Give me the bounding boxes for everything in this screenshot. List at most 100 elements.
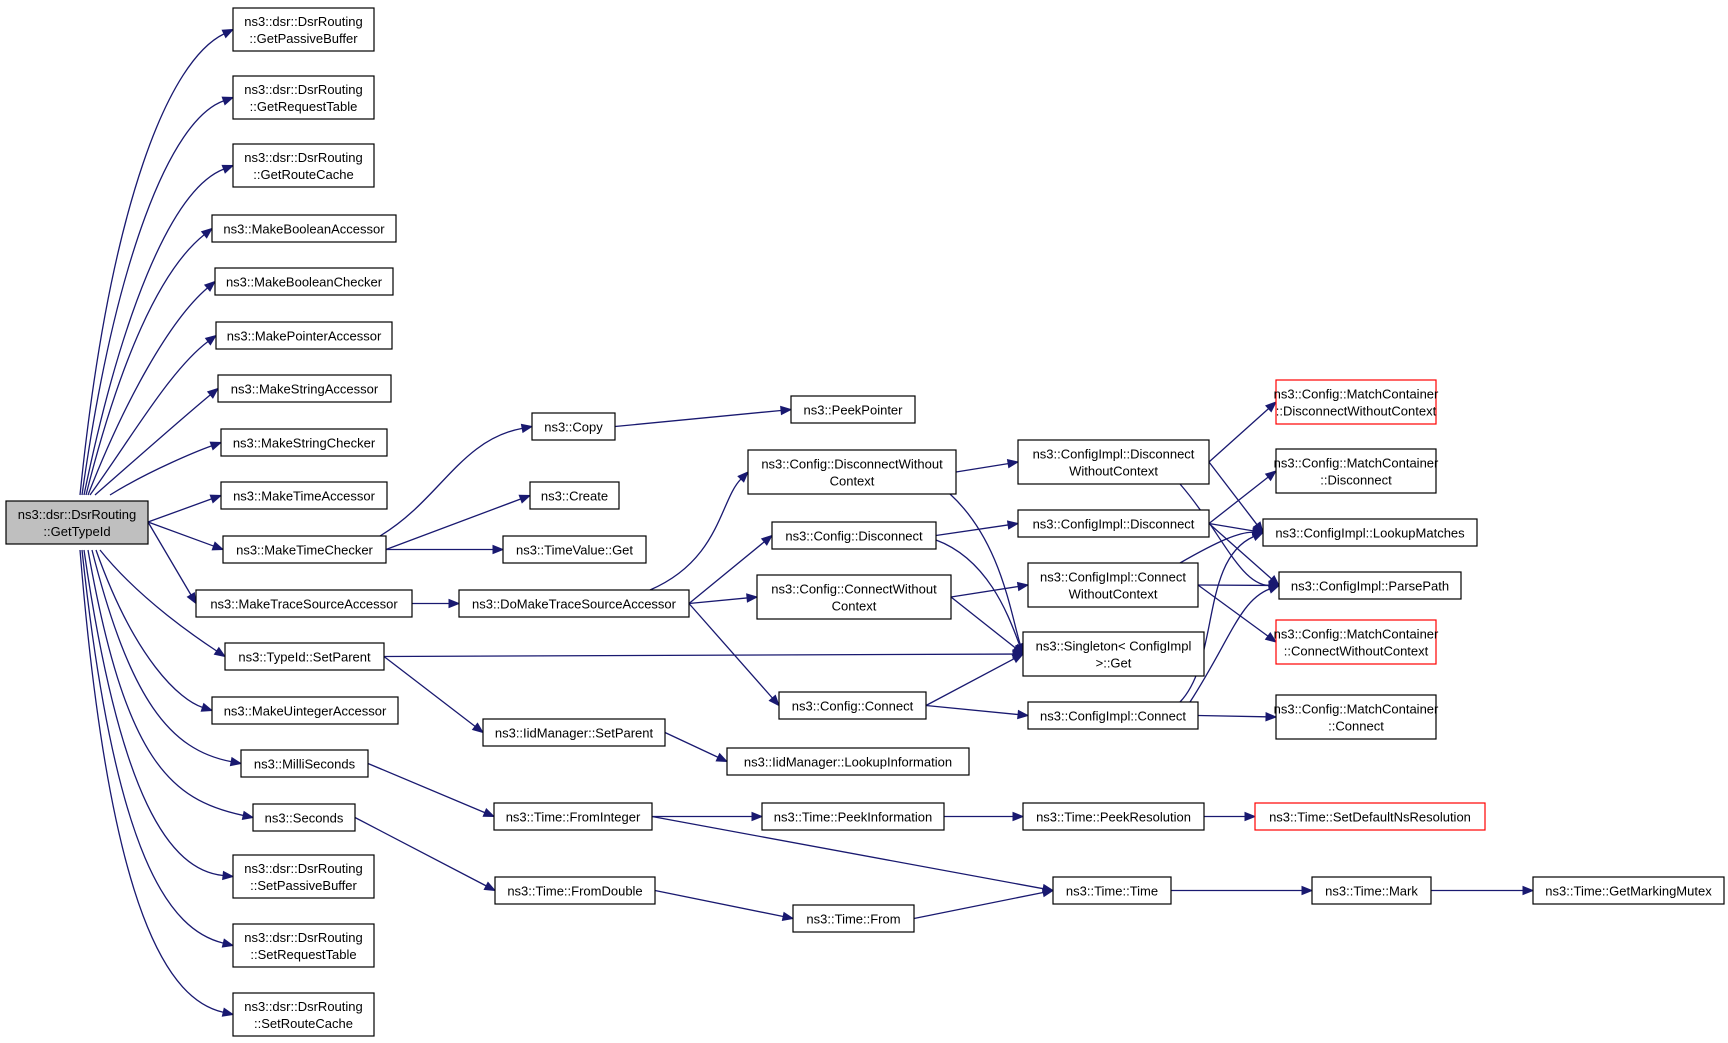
edge-line — [1208, 461, 1258, 525]
edge-line — [91, 549, 232, 763]
node-tpr[interactable]: ns3::Time::PeekResolution — [1022, 802, 1205, 831]
node-tfi[interactable]: ns3::Time::FromInteger — [493, 802, 653, 831]
edge-line — [614, 409, 782, 428]
node-box — [1017, 439, 1210, 485]
node-ttime[interactable]: ns3::Time::Time — [1052, 876, 1172, 905]
edge-line — [81, 100, 224, 496]
node-label: ns3::Time::FromInteger — [506, 810, 641, 825]
node-sget[interactable]: ns3::Singleton< ConfigImpl>::Get — [1022, 631, 1205, 677]
node-grt[interactable]: ns3::dsr::DsrRouting::GetRequestTable — [232, 75, 375, 120]
node-cic[interactable]: ns3::ConfigImpl::Connect — [1027, 701, 1199, 730]
node-sec[interactable]: ns3::Seconds — [252, 803, 356, 832]
edge-cidwc-to-cilm — [1208, 461, 1264, 534]
node-msa[interactable]: ns3::MakeStringAccessor — [217, 374, 392, 403]
node-tpi[interactable]: ns3::Time::PeekInformation — [761, 802, 945, 831]
arrowhead — [221, 938, 235, 948]
node-msc[interactable]: ns3::MakeStringChecker — [220, 428, 388, 457]
edge-root-to-mtsa — [147, 521, 197, 605]
arrowhead — [204, 334, 218, 346]
node-box — [1017, 509, 1210, 538]
node-cilm[interactable]: ns3::ConfigImpl::LookupMatches — [1262, 518, 1478, 547]
edge-line — [1208, 523, 1272, 580]
node-label: ns3::MakeStringAccessor — [231, 382, 379, 397]
edge-line — [654, 889, 784, 918]
arrowhead — [1016, 581, 1030, 592]
node-label: ::SetRouteCache — [254, 1016, 353, 1031]
node-label: ns3::ConfigImpl::LookupMatches — [1275, 526, 1465, 541]
node-box — [747, 449, 957, 495]
node-copy[interactable]: ns3::Copy — [531, 412, 616, 441]
node-dmtsa[interactable]: ns3::DoMakeTraceSourceAccessor — [458, 589, 690, 618]
node-label: ns3::MakePointerAccessor — [227, 329, 382, 344]
edge-line — [1179, 531, 1254, 564]
node-label: ns3::dsr::DsrRouting — [244, 999, 363, 1014]
arrowhead — [1011, 643, 1025, 655]
edge-line — [95, 549, 203, 708]
node-mua[interactable]: ns3::MakeUintegerAccessor — [211, 696, 399, 725]
node-label: ns3::Time::PeekInformation — [774, 810, 932, 825]
node-tvget[interactable]: ns3::TimeValue::Get — [502, 535, 647, 564]
node-label: ::GetRequestTable — [250, 99, 358, 114]
node-ccwc[interactable]: ns3::Config::ConnectWithoutContext — [756, 574, 952, 620]
node-mcc[interactable]: ns3::Config::MatchContainer::Connect — [1274, 694, 1439, 740]
edge-line — [383, 653, 1014, 658]
edge-line — [99, 549, 218, 652]
node-iidsp[interactable]: ns3::IidManager::SetParent — [482, 718, 666, 747]
node-box — [215, 321, 393, 350]
node-mcdwc[interactable]: ns3::Config::MatchContainer::DisconnectW… — [1274, 379, 1439, 425]
node-srt[interactable]: ns3::dsr::DsrRouting::SetRequestTable — [232, 923, 375, 968]
node-label: ns3::Time::From — [806, 912, 900, 927]
edge-root-to-msa — [94, 387, 220, 496]
node-cidwc[interactable]: ns3::ConfigImpl::DisconnectWithoutContex… — [1017, 439, 1210, 485]
node-mba[interactable]: ns3::MakeBooleanAccessor — [211, 214, 397, 243]
node-iidli[interactable]: ns3::IidManager::LookupInformation — [726, 747, 970, 776]
edge-line — [1189, 588, 1270, 703]
node-mcd[interactable]: ns3::Config::MatchContainer::Disconnect — [1274, 448, 1439, 494]
node-grc[interactable]: ns3::dsr::DsrRouting::GetRouteCache — [232, 143, 375, 188]
node-tfd[interactable]: ns3::Time::FromDouble — [494, 876, 656, 905]
node-box — [771, 521, 937, 550]
node-label: ns3::Config::MatchContainer — [1274, 702, 1439, 717]
node-box — [1311, 876, 1432, 905]
node-cd[interactable]: ns3::Config::Disconnect — [771, 521, 937, 550]
node-cicwc[interactable]: ns3::ConfigImpl::ConnectWithoutContext — [1027, 562, 1199, 608]
node-cc[interactable]: ns3::Config::Connect — [778, 691, 927, 720]
node-gpb[interactable]: ns3::dsr::DsrRouting::GetPassiveBuffer — [232, 7, 375, 52]
edge-dmtsa-to-cd — [688, 534, 774, 605]
node-tsdnr[interactable]: ns3::Time::SetDefaultNsResolution — [1254, 802, 1486, 831]
node-tgmm[interactable]: ns3::Time::GetMarkingMutex — [1532, 876, 1725, 905]
node-create[interactable]: ns3::Create — [529, 481, 620, 510]
edge-cic-to-mcc — [1197, 712, 1278, 722]
edge-root-to-mbc — [87, 280, 217, 496]
node-root[interactable]: ns3::dsr::DsrRouting::GetTypeId — [5, 500, 149, 545]
edge-cdwc-to-cidwc — [955, 458, 1020, 473]
node-cdwc[interactable]: ns3::Config::DisconnectWithoutContext — [747, 449, 957, 495]
edge-line — [354, 816, 487, 887]
node-spb[interactable]: ns3::dsr::DsrRouting::SetPassiveBuffer — [232, 854, 375, 899]
node-mbc[interactable]: ns3::MakeBooleanChecker — [214, 267, 394, 296]
edge-root-to-mtc — [147, 521, 225, 551]
node-mpa[interactable]: ns3::MakePointerAccessor — [215, 321, 393, 350]
node-tmark[interactable]: ns3::Time::Mark — [1311, 876, 1432, 905]
arrowhead — [492, 544, 505, 555]
arrowhead — [209, 494, 223, 504]
node-ms[interactable]: ns3::MilliSeconds — [240, 749, 369, 778]
node-label: ns3::dsr::DsrRouting — [244, 861, 363, 876]
node-tfrom[interactable]: ns3::Time::From — [792, 904, 915, 933]
node-mta[interactable]: ns3::MakeTimeAccessor — [220, 481, 388, 510]
arrowhead — [781, 911, 795, 922]
node-tsp[interactable]: ns3::TypeId::SetParent — [224, 642, 385, 671]
node-cid[interactable]: ns3::ConfigImpl::Disconnect — [1017, 509, 1210, 538]
edge-line — [950, 596, 1016, 649]
node-label: Context — [832, 599, 877, 614]
node-mccwc[interactable]: ns3::Config::MatchContainer::ConnectWith… — [1274, 619, 1439, 665]
node-cipp[interactable]: ns3::ConfigImpl::ParsePath — [1278, 571, 1462, 600]
node-peek[interactable]: ns3::PeekPointer — [790, 395, 916, 424]
edge-root-to-mua — [95, 549, 214, 712]
node-mtsa[interactable]: ns3::MakeTraceSourceAccessor — [195, 589, 413, 618]
node-box — [761, 802, 945, 831]
node-src[interactable]: ns3::dsr::DsrRouting::SetRouteCache — [232, 992, 375, 1037]
arrowhead — [206, 387, 220, 399]
node-mtc[interactable]: ns3::MakeTimeChecker — [222, 535, 387, 564]
node-box — [1278, 571, 1462, 600]
